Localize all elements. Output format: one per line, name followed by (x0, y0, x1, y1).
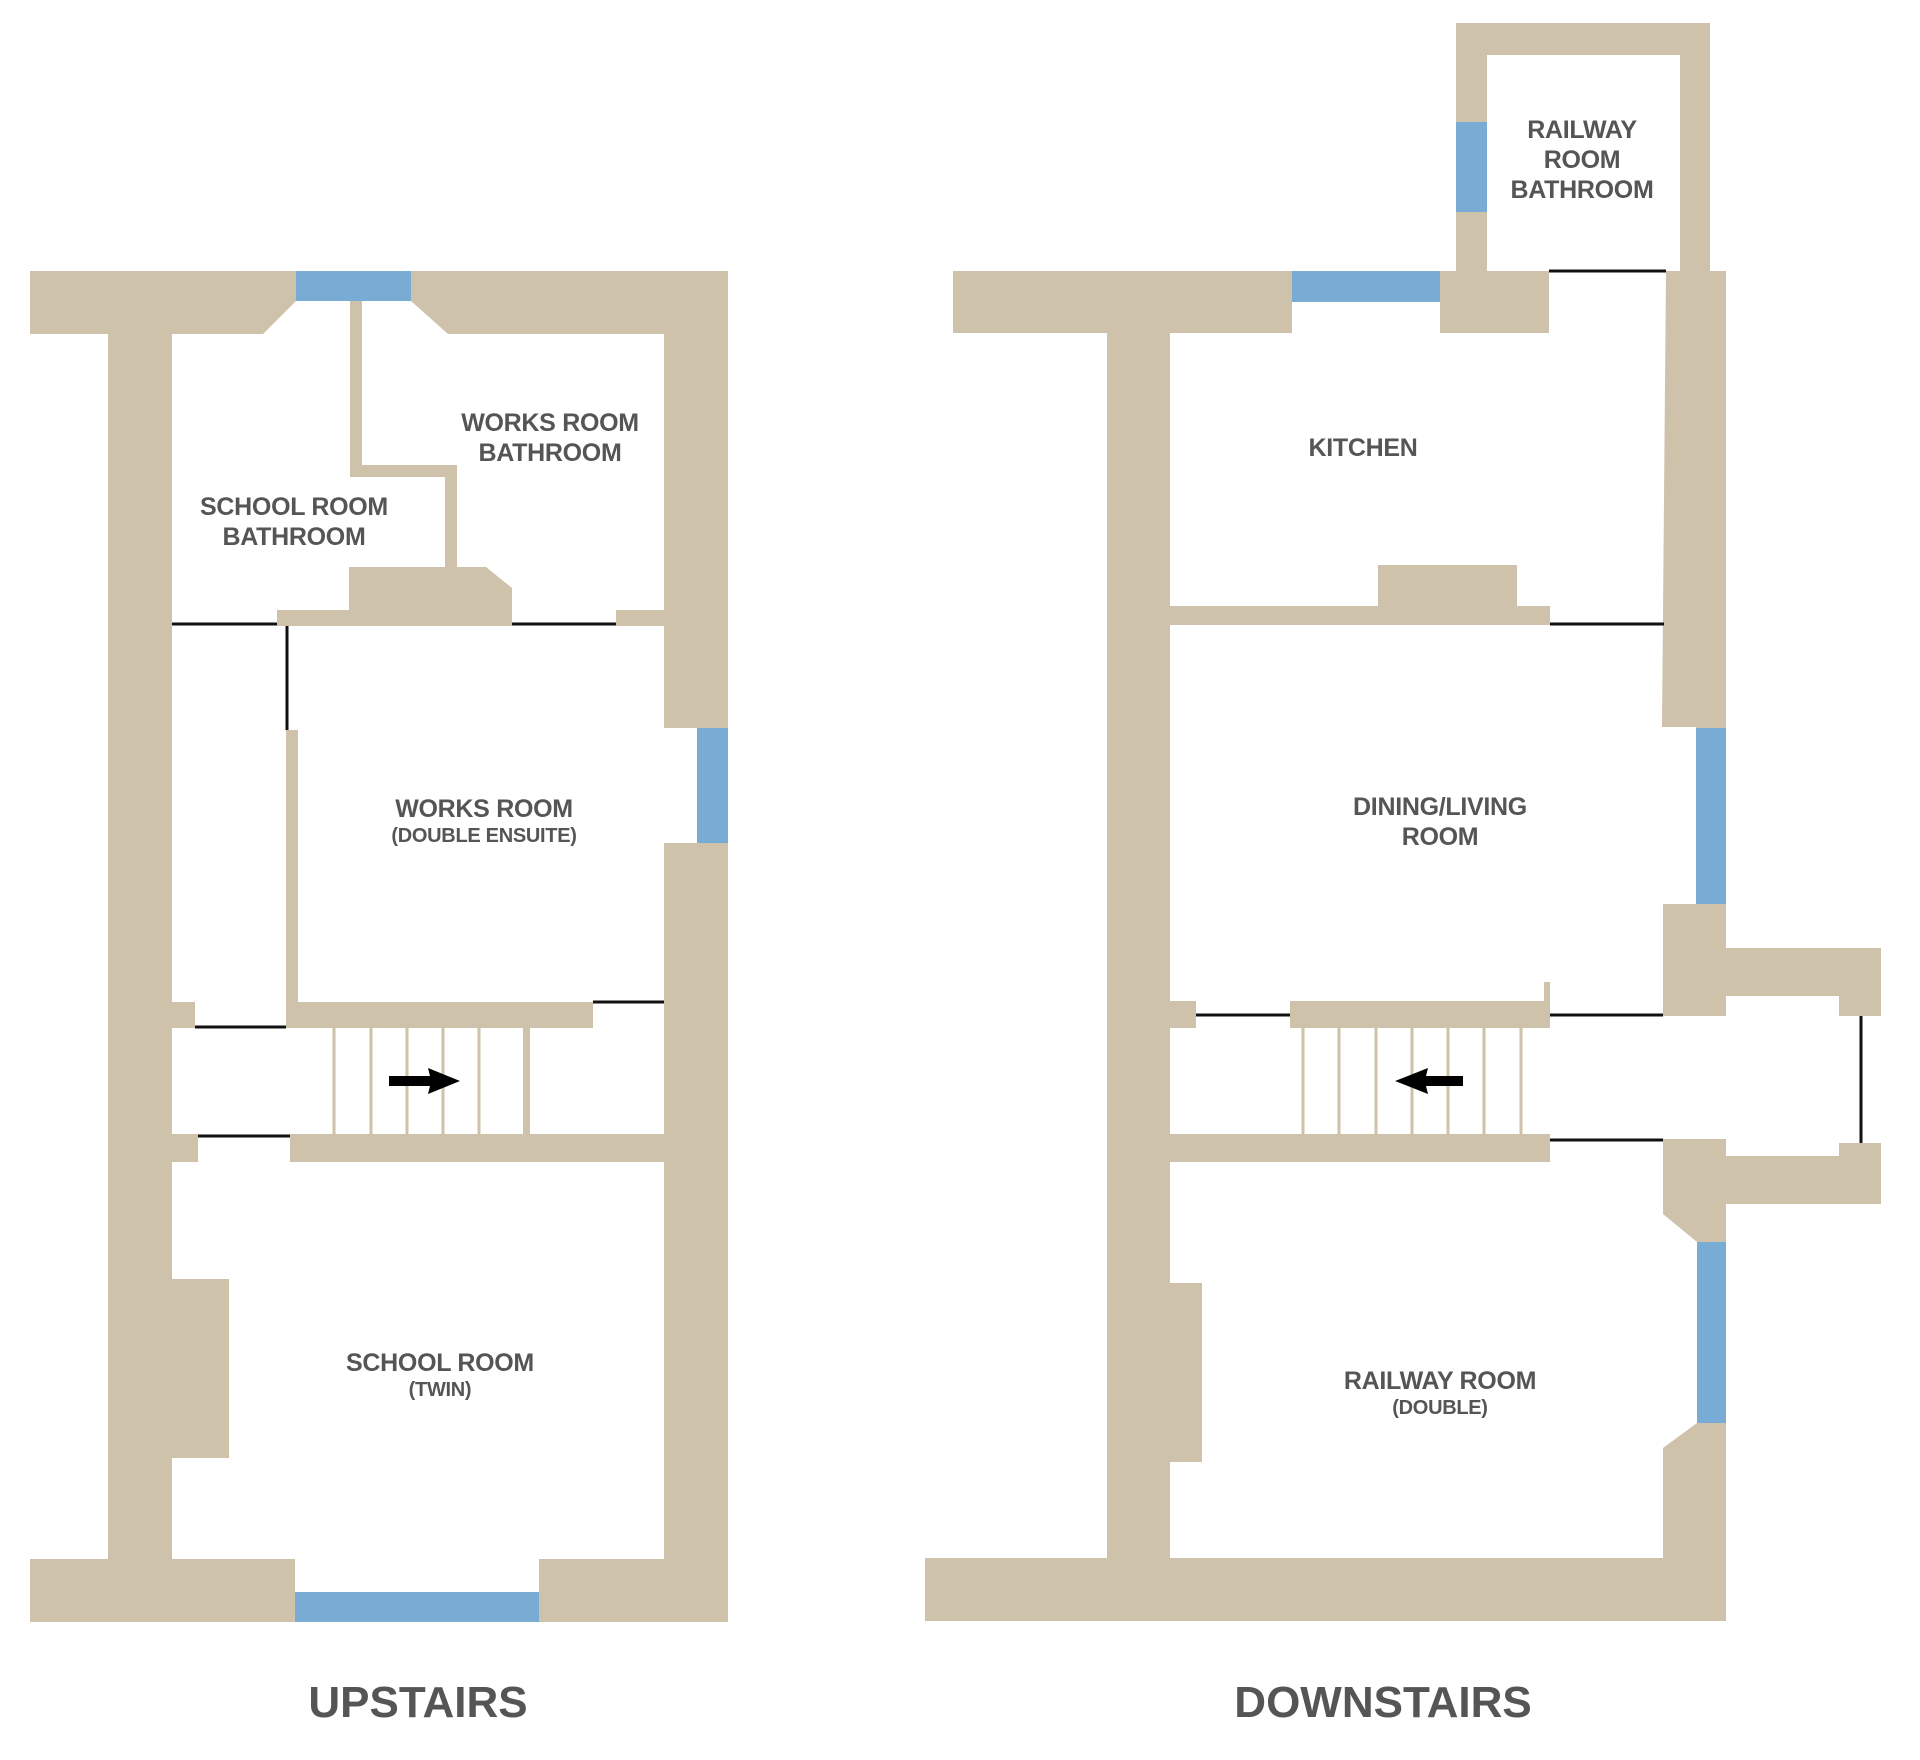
downstairs-top-wall-left (953, 271, 1292, 333)
upstairs-landing-ledge-lower (172, 1134, 198, 1162)
upstairs-right-window (697, 728, 728, 843)
downstairs-top-wall-block (1440, 271, 1549, 333)
upstairs-top-wall-right (411, 271, 728, 334)
upstairs-works-room-partition (286, 730, 298, 1028)
downstairs-kitchen-window (1292, 271, 1440, 302)
upstairs-left-wall (108, 334, 172, 1559)
downstairs-porch-upper-arm (1726, 948, 1881, 1016)
upstairs-top-wall-left (30, 271, 296, 334)
room-label-kitchen: KITCHEN (1308, 434, 1418, 462)
room-label-dining-living-room: DINING/LIVING ROOM (1353, 793, 1527, 851)
downstairs-bathroom-left-wall-lower (1456, 212, 1487, 272)
downstairs-right-wall-lower (1663, 1423, 1726, 1559)
downstairs-porch-block-upper (1663, 904, 1726, 1016)
downstairs-kitchen-wall (1170, 565, 1550, 625)
downstairs-plan (925, 23, 1881, 1621)
downstairs-porch-block-lower (1663, 1139, 1726, 1242)
downstairs-bottom-wall (925, 1558, 1726, 1621)
downstairs-railway-room-chimney (1170, 1283, 1202, 1462)
room-label-school-room-bathroom: SCHOOL ROOM BATHROOM (200, 493, 388, 551)
upstairs-top-window (296, 271, 411, 301)
upstairs-landing-ledge-upper (172, 1002, 195, 1028)
plan-title-upstairs: UPSTAIRS (308, 1678, 528, 1727)
upstairs-right-wall-lower (664, 843, 728, 1559)
downstairs-left-wall (1107, 333, 1170, 1559)
downstairs-bathroom-right-wall (1680, 23, 1710, 272)
downstairs-right-wall-upper (1662, 271, 1726, 728)
downstairs-landing-ledge-upper (1170, 1001, 1196, 1028)
upstairs-bottom-window (295, 1592, 539, 1622)
room-label-works-room: WORKS ROOM (DOUBLE ENSUITE) (391, 795, 577, 847)
downstairs-bathroom-window (1456, 122, 1487, 212)
upstairs-bathroom-chimney-block (277, 567, 512, 626)
downstairs-bathroom-left-wall-upper (1456, 23, 1487, 122)
upstairs-bottom-wall-left (30, 1559, 295, 1622)
upstairs-bottom-wall-right (539, 1559, 728, 1622)
downstairs-stairs (1301, 1028, 1523, 1134)
room-label-works-room-bathroom: WORKS ROOM BATHROOM (461, 409, 639, 467)
downstairs-dining-window (1696, 728, 1726, 904)
room-label-railway-room-bathroom: RAILWAY ROOM BATHROOM (1510, 116, 1654, 204)
upstairs-landing-upper-bar (286, 1002, 593, 1028)
upstairs-right-wall-upper (664, 334, 728, 728)
downstairs-landing-lower-bar (1170, 1134, 1550, 1162)
downstairs-railway-room-window (1697, 1242, 1726, 1423)
room-label-school-room: SCHOOL ROOM (TWIN) (346, 1349, 534, 1401)
downstairs-landing-post (1544, 982, 1550, 1002)
downstairs-stairs-arrow-left-icon (1395, 1068, 1463, 1094)
downstairs-landing-upper-bar (1290, 1001, 1550, 1028)
upstairs-stairs-arrow-right-icon (389, 1068, 460, 1094)
upstairs-landing-lower-bar (290, 1134, 664, 1162)
upstairs-plan (30, 271, 728, 1622)
upstairs-bathroom-partition (350, 301, 457, 567)
room-label-railway-room: RAILWAY ROOM (DOUBLE) (1343, 1367, 1537, 1419)
upstairs-school-room-chimney (172, 1279, 229, 1458)
downstairs-porch-lower-arm (1726, 1143, 1881, 1204)
plan-title-downstairs: DOWNSTAIRS (1234, 1678, 1532, 1727)
upstairs-bathroom-ledge-right (616, 610, 664, 626)
downstairs-bathroom-top-wall (1456, 23, 1710, 55)
